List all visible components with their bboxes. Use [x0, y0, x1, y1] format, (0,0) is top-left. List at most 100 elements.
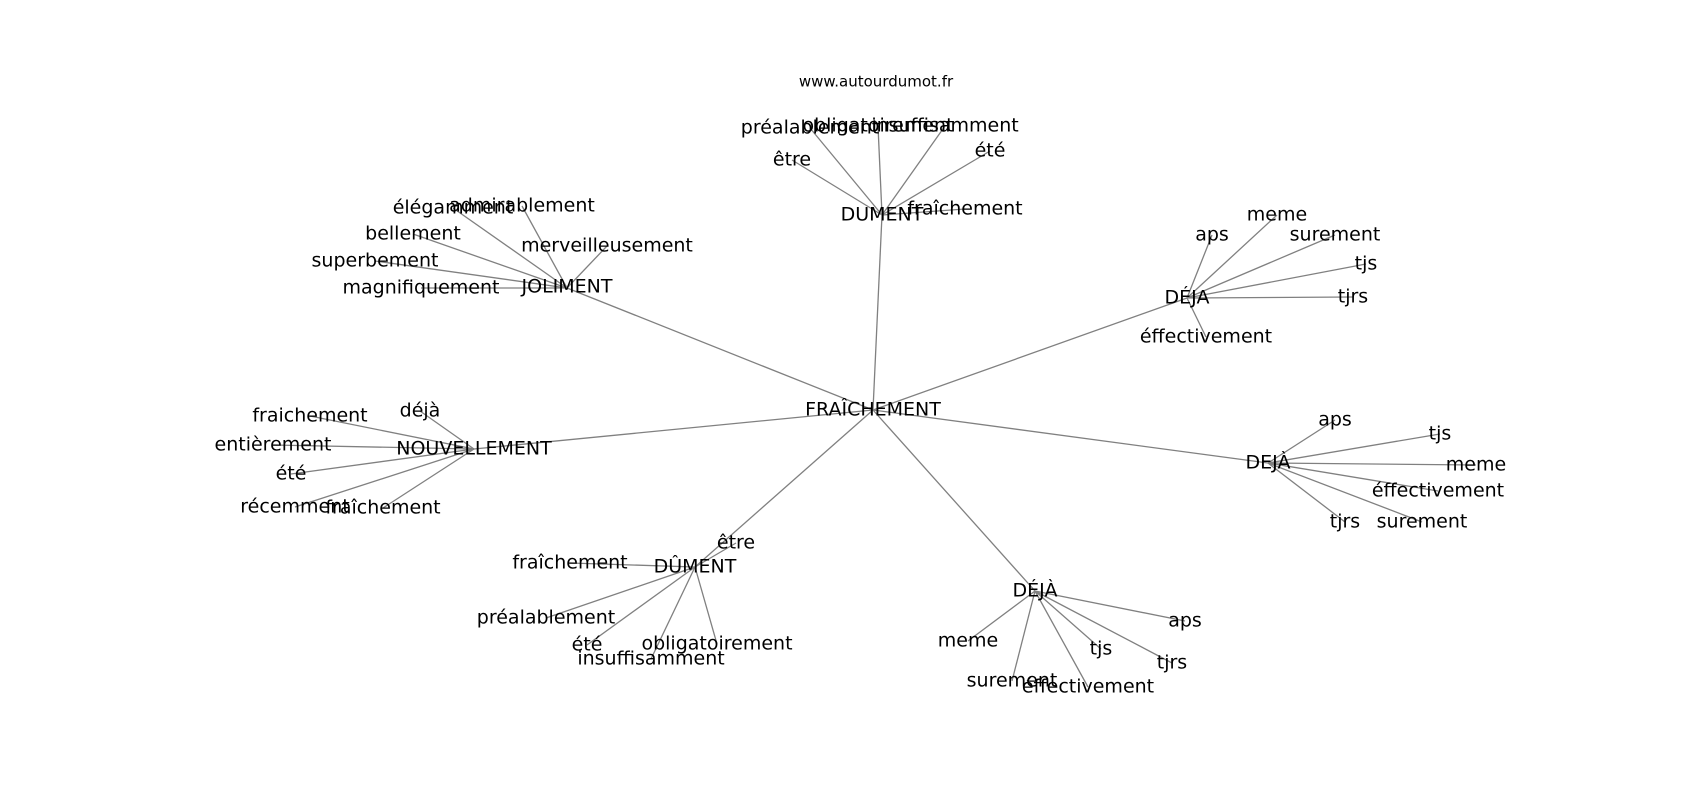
edge-deja-1-2 — [1186, 234, 1336, 299]
edge-deja-3-5 — [1034, 590, 1089, 688]
edge-deja-1-1 — [1186, 214, 1278, 299]
word-node[interactable]: surement — [1377, 511, 1468, 533]
hub-node-nouvellement[interactable]: NOUVELLEMENT — [396, 438, 552, 460]
word-node[interactable]: superbement — [312, 250, 439, 272]
edge-deja-1-5 — [1186, 297, 1207, 338]
edge-joliment-2 — [412, 233, 568, 289]
word-node[interactable]: été — [276, 463, 307, 485]
site-label: www.autourdumot.fr — [799, 73, 954, 91]
edge-joliment-1 — [521, 205, 568, 289]
edge-deja-3-1 — [967, 590, 1036, 642]
word-node[interactable]: admirablement — [449, 195, 595, 217]
edge-nouvellement-4 — [294, 448, 475, 508]
word-node[interactable]: déjà — [400, 400, 441, 422]
edge-joliment-4 — [374, 260, 568, 289]
hub-node-dument-2[interactable]: DÛMENT — [654, 554, 737, 578]
edge-joliment-3 — [566, 245, 608, 289]
word-node[interactable]: meme — [938, 630, 998, 652]
word-node[interactable]: fraichement — [252, 405, 367, 427]
hub-node-joliment[interactable]: JOLIMENT — [521, 276, 613, 298]
word-node[interactable]: éffectivement — [1372, 480, 1504, 502]
edge-root-deja-1 — [872, 297, 1188, 411]
word-node[interactable]: récemment — [240, 496, 349, 518]
hub-node-deja-1[interactable]: DÉJA — [1165, 286, 1210, 309]
word-node[interactable]: fraîchement — [325, 497, 440, 519]
word-node[interactable]: être — [773, 149, 811, 171]
word-node[interactable]: été — [975, 140, 1006, 162]
edge-deja-3-0 — [1034, 590, 1186, 622]
edge-deja-2-4 — [1267, 462, 1346, 523]
word-node[interactable]: aps — [1195, 224, 1229, 246]
edge-deja-1-4 — [1186, 296, 1354, 299]
edge-dument-4 — [881, 150, 991, 216]
word-node[interactable]: éffectivement — [1022, 676, 1154, 698]
word-node[interactable]: meme — [1446, 454, 1506, 476]
edge-nouvellement-0 — [309, 415, 475, 450]
edge-root-joliment — [566, 287, 874, 411]
edge-deja-2-1 — [1267, 433, 1441, 464]
hub-node-dument[interactable]: DUMENT — [841, 204, 924, 226]
edge-root-dument — [872, 214, 883, 411]
word-node[interactable]: été — [572, 634, 603, 656]
edge-deja-3-2 — [1034, 590, 1102, 650]
word-node[interactable]: élégamment — [393, 197, 514, 219]
word-node[interactable]: fraîchement — [907, 198, 1022, 220]
edge-dument-2-2 — [545, 566, 696, 619]
word-node[interactable]: tjs — [1429, 423, 1452, 445]
edge-nouvellement-1 — [419, 410, 475, 450]
edge-root-nouvellement — [473, 409, 874, 450]
word-node[interactable]: surement — [967, 670, 1058, 692]
word-node[interactable]: insuffisamment — [577, 648, 724, 670]
word-node[interactable]: magnifiquement — [343, 277, 500, 299]
edge-deja-3-3 — [1034, 590, 1173, 664]
word-node[interactable]: insuffisamment — [871, 115, 1018, 137]
word-node[interactable]: meme — [1247, 204, 1307, 226]
edge-deja-1-3 — [1186, 263, 1367, 299]
edge-nouvellement-3 — [290, 448, 475, 475]
edge-dument-2-1 — [569, 562, 696, 568]
hub-node-deja-3[interactable]: DÉJÀ — [1013, 579, 1058, 602]
labels: www.autourdumot.fr êtrepréalablementobli… — [215, 73, 1507, 698]
word-node[interactable]: entièrement — [215, 434, 332, 456]
word-node[interactable]: fraîchement — [512, 552, 627, 574]
edge-dument-3 — [881, 125, 946, 216]
word-node[interactable]: tjrs — [1157, 652, 1187, 674]
edges — [272, 125, 1477, 688]
edge-joliment-0 — [452, 207, 568, 289]
word-node[interactable]: préalablement — [741, 117, 879, 139]
edge-nouvellement-2 — [272, 444, 475, 450]
edge-deja-3-4 — [1011, 590, 1036, 682]
edge-root-dument-2 — [694, 409, 874, 568]
word-node[interactable]: aps — [1318, 409, 1352, 431]
root-node[interactable]: FRAÎCHEMENT — [805, 398, 941, 421]
hub-node-deja-2[interactable]: DEJÀ — [1246, 451, 1291, 474]
word-node[interactable]: obligatoirement — [641, 633, 792, 655]
edge-deja-2-2 — [1267, 462, 1477, 466]
word-node[interactable]: obligatoirement — [802, 115, 953, 137]
edge-root-deja-3 — [872, 409, 1036, 592]
word-node[interactable]: éffectivement — [1140, 326, 1272, 348]
edge-dument-2 — [877, 125, 883, 216]
edge-dument-2-4 — [694, 566, 718, 645]
word-node[interactable]: surement — [1290, 224, 1381, 246]
word-node[interactable]: merveilleusement — [521, 235, 693, 257]
edge-deja-2-0 — [1267, 419, 1336, 464]
edge-dument-5 — [881, 208, 966, 216]
edge-dument-2-0 — [694, 542, 737, 568]
edge-dument-2-3 — [586, 566, 696, 646]
word-node[interactable]: être — [717, 532, 755, 554]
word-node[interactable]: aps — [1168, 610, 1202, 632]
edge-deja-2-3 — [1267, 462, 1439, 492]
edge-dument-1 — [809, 127, 883, 216]
word-node[interactable]: tjs — [1355, 253, 1378, 275]
edge-deja-2-5 — [1267, 462, 1423, 523]
edge-root-deja-2 — [872, 409, 1269, 464]
word-node[interactable]: tjs — [1090, 638, 1113, 660]
word-node[interactable]: tjrs — [1338, 286, 1368, 308]
edge-deja-1-0 — [1186, 234, 1213, 299]
word-node[interactable]: préalablement — [477, 607, 615, 629]
edge-nouvellement-5 — [382, 448, 475, 509]
word-node[interactable]: tjrs — [1330, 511, 1360, 533]
word-node[interactable]: bellement — [365, 223, 461, 245]
